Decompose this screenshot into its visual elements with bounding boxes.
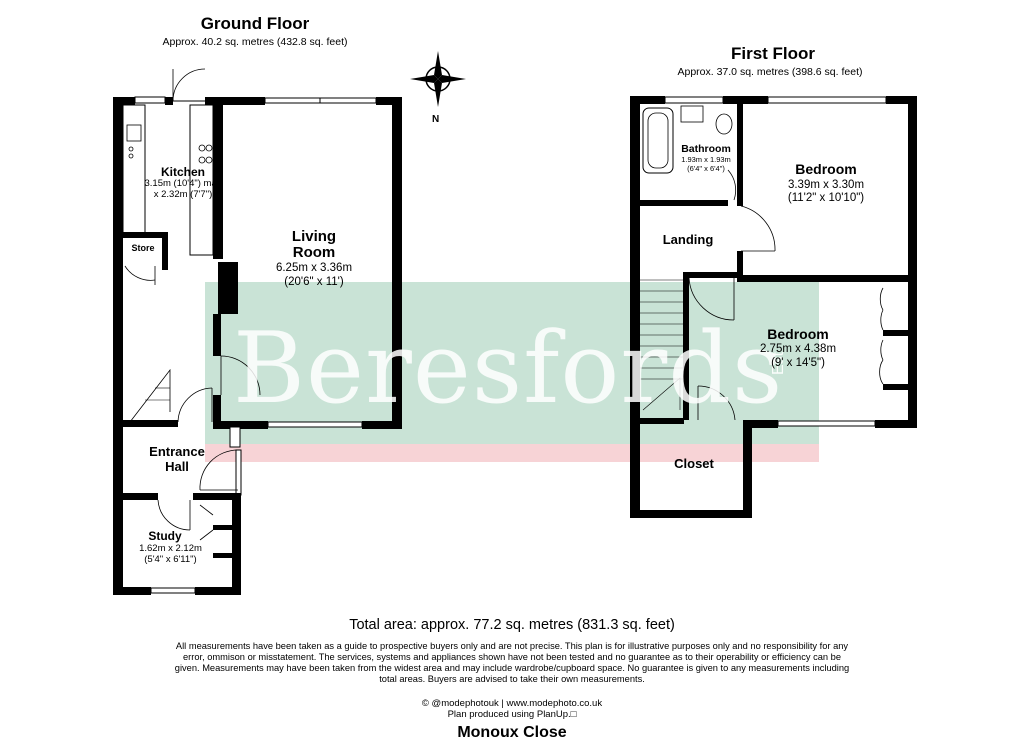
wall — [883, 384, 908, 390]
entrance-hall-label-1: Entrance — [149, 444, 205, 459]
bedroom2-dim-ft: (9' x 14'5") — [771, 357, 825, 369]
wall — [883, 330, 908, 336]
wall — [875, 420, 917, 428]
ground-floor-title: Ground Floor — [200, 14, 310, 33]
bedroom1-dim-ft: (11'2" x 10'10") — [787, 192, 865, 204]
first-floor-area: Approx. 37.0 sq. metres (398.6 sq. feet) — [677, 66, 863, 78]
compass-icon — [410, 51, 466, 107]
wall — [113, 97, 135, 105]
kitchen-dim2: x 2.32m (7'7") — [153, 189, 213, 200]
wall — [213, 553, 233, 558]
wall — [195, 587, 241, 595]
wall — [737, 104, 743, 206]
wall — [723, 96, 768, 104]
wall — [123, 232, 168, 238]
wall — [886, 96, 917, 104]
bedroom2-dim-m: 2.75m x 4.38m — [759, 343, 837, 355]
kitchen-label: Kitchen — [160, 165, 205, 179]
watermark-pink-band — [205, 444, 819, 462]
bedroom2-label: Bedroom — [767, 326, 829, 342]
study-dim-ft: (5'4" x 6'11") — [144, 554, 197, 565]
wall — [205, 97, 265, 105]
entrance-hall-label-2: Hall — [165, 459, 189, 474]
wall — [392, 97, 402, 429]
credit-line-2: Plan produced using PlanUp.□ — [447, 709, 577, 720]
ground-floor-area: Approx. 40.2 sq. metres (432.8 sq. feet) — [162, 36, 348, 48]
wall — [362, 421, 402, 429]
wall — [213, 314, 221, 356]
compass-north-label: N — [432, 114, 440, 125]
wall — [113, 493, 158, 500]
wall — [232, 493, 241, 595]
wall — [113, 587, 151, 595]
wall — [213, 525, 233, 530]
kitchen-dim1: 3.15m (10'4") max — [144, 178, 222, 189]
living-room-dim-ft: (20'6" x 11') — [284, 276, 344, 288]
wall — [743, 420, 752, 518]
wall — [640, 418, 684, 424]
study-dim-m: 1.62m x 2.12m — [139, 543, 202, 554]
bathroom-label: Bathroom — [681, 143, 731, 155]
wall — [908, 96, 917, 428]
wall — [376, 97, 401, 105]
store-label: Store — [131, 243, 155, 253]
wall — [193, 493, 241, 500]
closet-label: Closet — [674, 456, 714, 471]
wall — [683, 272, 737, 278]
wall — [743, 420, 778, 428]
wall — [162, 232, 168, 270]
total-area: Total area: approx. 77.2 sq. metres (831… — [349, 617, 675, 633]
wall — [213, 97, 223, 259]
wall — [213, 395, 221, 429]
bathroom-dim-ft: (6'4" x 6'4") — [687, 164, 725, 173]
address: Monoux Close — [457, 724, 567, 741]
living-room-label-1: Living — [291, 228, 337, 245]
wall — [737, 275, 917, 282]
wall — [113, 493, 123, 595]
wall — [123, 420, 178, 427]
wall — [630, 96, 665, 104]
wall — [213, 421, 268, 429]
wall — [113, 97, 123, 497]
bathroom-dim-m: 1.93m x 1.93m — [681, 155, 731, 164]
study-label: Study — [148, 529, 182, 543]
wall — [737, 251, 743, 281]
bedroom1-dim-m: 3.39m x 3.30m — [787, 179, 865, 191]
living-room-label-2: Room — [292, 244, 336, 261]
wall — [630, 96, 640, 518]
watermark-text: Beresfords — [233, 312, 784, 426]
wall — [683, 272, 689, 420]
credit-line-1: © @modephotouk | www.modephoto.co.uk — [421, 698, 603, 709]
wall — [630, 510, 752, 518]
landing-label: Landing — [662, 232, 714, 247]
wall — [165, 97, 173, 105]
living-room-dim-m: 6.25m x 3.36m — [275, 262, 353, 274]
wall — [640, 200, 728, 206]
bedroom1-label: Bedroom — [795, 161, 857, 177]
disclaimer: All measurements have been taken as a gu… — [174, 641, 850, 685]
first-floor-title: First Floor — [730, 44, 816, 63]
watermark-green-band — [205, 282, 819, 444]
